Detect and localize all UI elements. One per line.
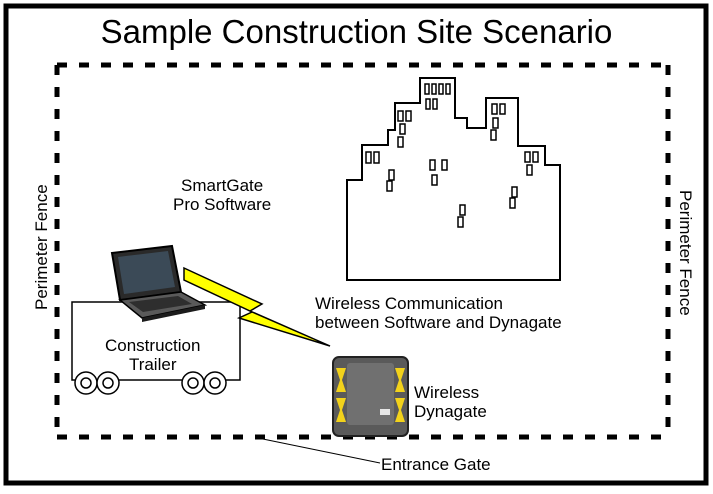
diagram-title: Sample Construction Site Scenario [100, 13, 613, 50]
laptop-icon [110, 244, 208, 322]
smartgate-label: SmartGate Pro Software [173, 176, 272, 214]
wireless-communication-line1: Wireless Communication [315, 294, 503, 313]
construction-trailer-line1: Construction [105, 336, 201, 355]
building-skyline [346, 77, 561, 281]
entrance-gate-label: Entrance Gate [381, 455, 491, 474]
perimeter-fence-right-label: Perimeter Fence [676, 190, 695, 316]
smartgate-label-line1: SmartGate [181, 176, 264, 195]
construction-trailer-line2: Trailer [128, 354, 177, 374]
dynagate-label-line1: Wireless [414, 383, 480, 402]
building-windows [365, 83, 539, 228]
wireless-communication-label: Wireless Communication between Software … [315, 294, 562, 332]
perimeter-fence [54, 62, 671, 440]
entrance-leader-line [257, 437, 381, 464]
perimeter-fence-left-label: Perimeter Fence [32, 184, 51, 310]
wireless-lightning [183, 266, 331, 347]
dynagate-label-line2: Dynagate [414, 401, 487, 421]
dynagate-device-icon [332, 356, 409, 437]
dynagate-label: Wireless Dynagate [414, 383, 487, 421]
construction-trailer-label: Construction Trailer [105, 336, 201, 374]
smartgate-label-line2: Pro Software [173, 194, 272, 214]
outer-border [3, 3, 709, 486]
wireless-communication-line2: between Software and Dynagate [315, 312, 562, 332]
